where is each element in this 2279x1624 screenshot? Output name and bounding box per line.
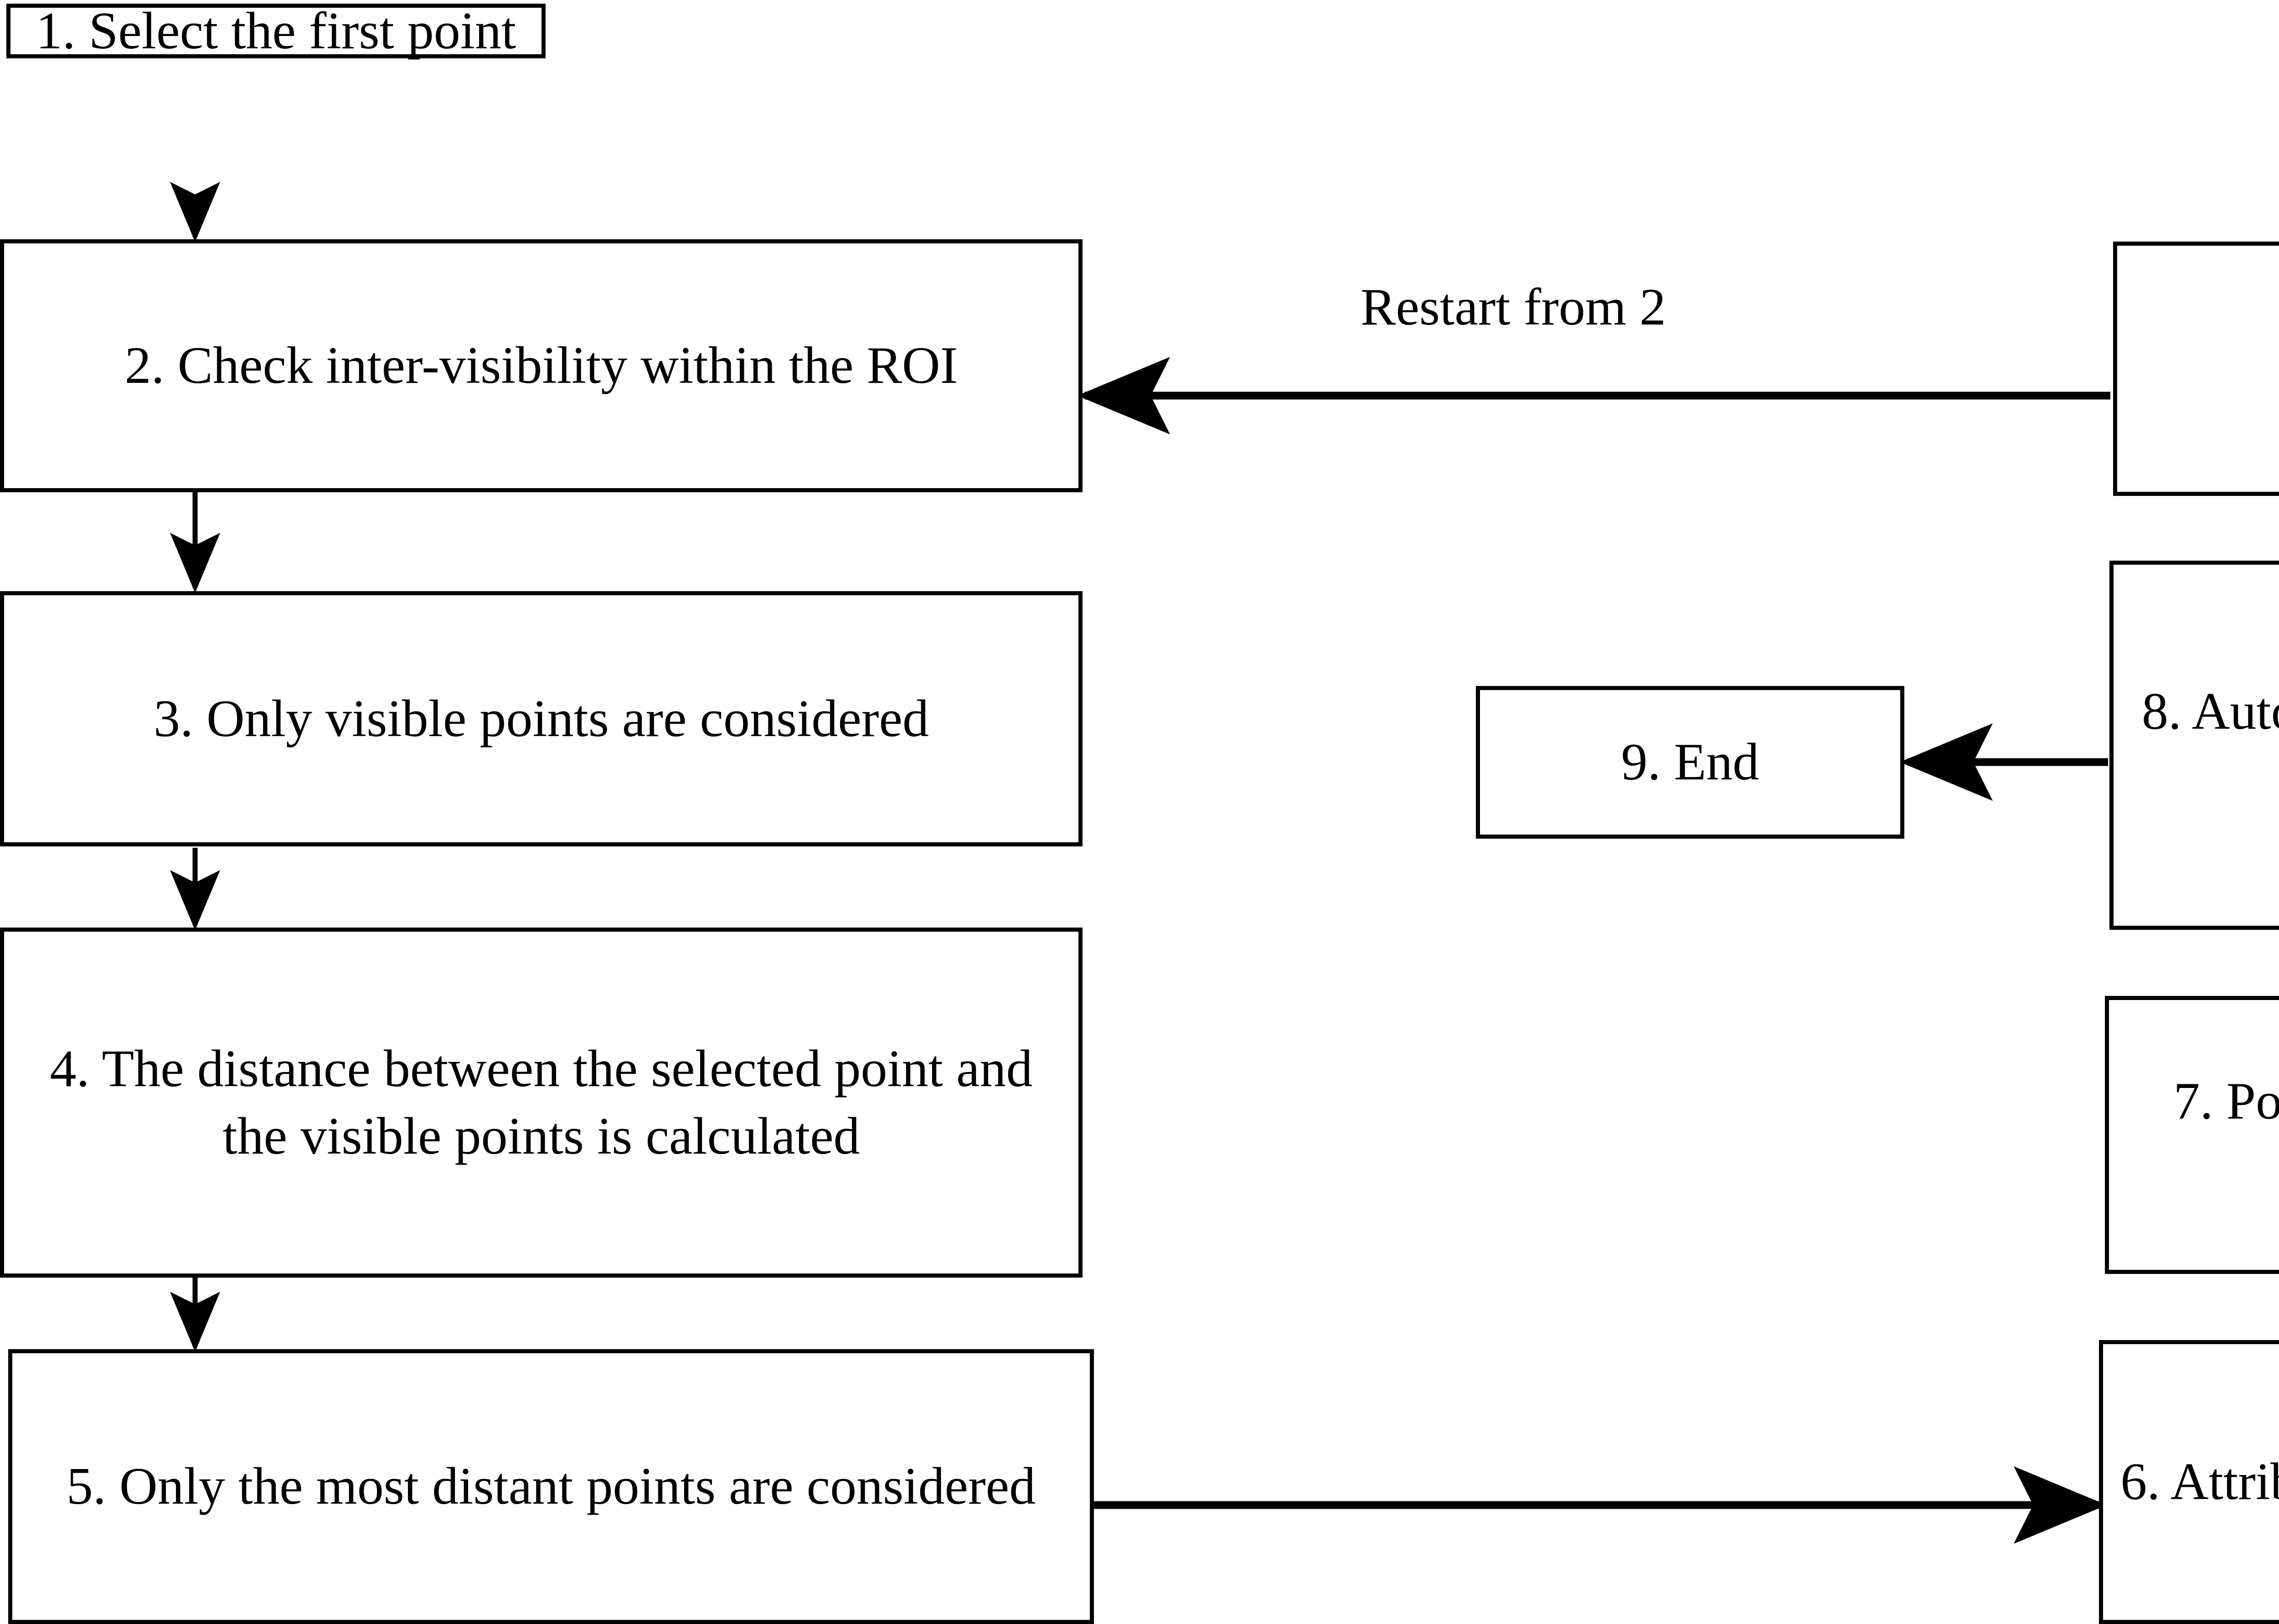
node-step-4[interactable]: 4. The distance between the selected poi… <box>0 928 1083 1278</box>
edge-label-restart-from-2: Restart from 2 <box>1361 278 1666 336</box>
node-step-1[interactable]: 1. Select the first point <box>6 2 546 60</box>
node-end-label: 9. End <box>1621 733 1759 792</box>
node-step-5-label: 5. Only the most distant points are cons… <box>66 1457 1036 1516</box>
node-step-7[interactable]: 7. Points residing on Priority Areas (PA… <box>2105 996 2279 1274</box>
node-step-2[interactable]: 2. Check inter-visibility within the ROI <box>0 239 1083 492</box>
node-step-7-label: 7. Points residing on Priority Areas (PA… <box>2173 1072 2279 1130</box>
node-end[interactable]: 9. End <box>1476 686 1904 839</box>
node-step-8[interactable]: 8. Automatic selection of a new point th… <box>2109 561 2279 930</box>
node-step-8-label: 8. Automatic selection of a new point th… <box>2142 682 2279 741</box>
node-step-9[interactable]: 9. Selection of a further position <box>2113 242 2279 496</box>
node-step-6-label: 6. Attribute weights to prioritize prese… <box>2120 1453 2279 1511</box>
node-step-3-label: 3. Only visible points are considered <box>154 689 929 748</box>
node-step-3[interactable]: 3. Only visible points are considered <box>0 591 1083 846</box>
node-step-9-label: 9. Selection of a further position <box>2133 335 2279 402</box>
node-step-4-label: 4. The distance between the selected poi… <box>50 1039 1033 1165</box>
node-step-1-label: 1. Select the first point <box>36 1 516 60</box>
node-step-6[interactable]: 6. Attribute weights to prioritize prese… <box>2099 1340 2279 1624</box>
node-step-5[interactable]: 5. Only the most distant points are cons… <box>8 1349 1094 1624</box>
node-step-2-label: 2. Check inter-visibility within the ROI <box>124 336 958 395</box>
